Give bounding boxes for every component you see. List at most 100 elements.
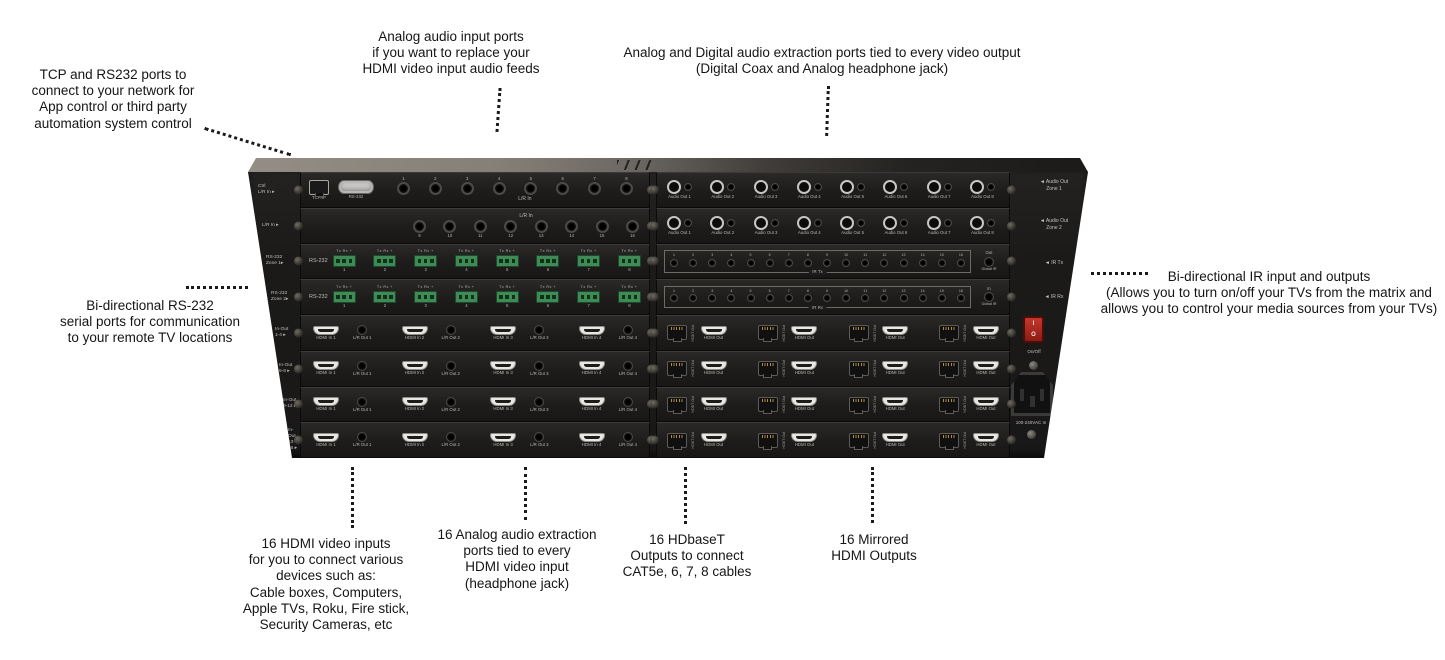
hdmi-out-label: HDMI Out (976, 370, 996, 376)
digital-coax-port-icon (667, 215, 681, 230)
pin-header-label: Tx Rx + (499, 285, 516, 290)
hdbaset-port-icon (848, 361, 869, 379)
module-rs232-zone2: RS-232 Tx Rx + 1 Tx (300, 279, 650, 315)
right-edge-strip: ◄ Audio Out Zone 1 ◄ Audio Out Zone 2 ◄ … (1010, 172, 1088, 458)
jack-icon (622, 360, 633, 371)
hdbt-out-label: HDBT Out (691, 396, 695, 413)
pin-header-label: Tx Rx + (539, 249, 556, 254)
terminal-block-icon (577, 255, 601, 268)
lr-out-label: L/R Out 3 (530, 335, 549, 341)
hdmi-in-pair: HDMI In 4 L/R Out 4 (578, 432, 637, 448)
row-io-13-16: HDMI In 1 L/R Out 1 (300, 422, 1010, 458)
hdmi-port-icon (972, 361, 999, 371)
jack-icon (727, 294, 736, 303)
jack-icon (622, 432, 633, 443)
module-outputs-9-12: HDBT Out HDMI Out HDBT Out (656, 386, 1010, 423)
rs232-db9-port: RS-232 (338, 180, 374, 200)
jack-icon (708, 294, 717, 303)
jack-number: 12 (882, 288, 887, 293)
jack-icon (861, 258, 870, 267)
hdmi-port-icon (791, 432, 818, 442)
hdmi-in-label: HDMI In 3 (493, 370, 513, 376)
hdmi-out-port: HDMI Out (791, 361, 818, 376)
jack-icon (918, 294, 927, 303)
leader-rs232 (186, 286, 248, 289)
hdmi-out-port: HDMI Out (972, 361, 999, 376)
audio-out-label: Audio Out 8 (971, 229, 994, 235)
terminal-block-icon (536, 290, 560, 303)
row-ctrl-audio-zone1: TCP/IP RS-232 L/R In 1 (300, 172, 1010, 208)
note-mirrored-hdmi-outputs: 16 Mirrored HDMI Outputs (831, 532, 917, 564)
digital-coax-port-icon (710, 180, 725, 195)
jack-number: 16 (630, 233, 635, 239)
hdmi-port-icon (882, 325, 909, 335)
module-hdmi-in-1-4: HDMI In 1 L/R Out 1 (300, 315, 650, 351)
ir-jack: 12 (880, 288, 889, 303)
ir-jack: 9 (823, 253, 831, 267)
rs232-side-label: RS-232 (309, 294, 328, 301)
ir-rx-label: ◄ IR Rx (1044, 294, 1064, 300)
jack-number: 6 (561, 175, 564, 181)
jack-number: 4 (730, 253, 733, 258)
lr-out-port: L/R Out 1 (353, 325, 371, 341)
note-hdbaset-outputs: 16 HDbaseT Outputs to connect CAT5e, 6, … (622, 532, 752, 580)
jack-icon (413, 220, 426, 234)
block-number: 6 (546, 267, 550, 273)
jack-icon (746, 294, 755, 303)
jack-number: 15 (599, 233, 605, 239)
hdbaset-port-icon (939, 361, 960, 379)
audio-in-jack: 8 (619, 175, 633, 196)
jack-number: 5 (749, 288, 752, 293)
hdmi-out-port: HDMI Out (972, 397, 999, 412)
chassis-front-panel: Ctrl L/R In ▸L/R In ▸RS-232 Zone 1▸RS-23… (248, 172, 1088, 458)
rs232-terminal-block: Tx Rx + 2 (373, 250, 397, 272)
digital-coax-port-icon (926, 215, 941, 230)
audio-out-label: Audio Out 2 (711, 229, 735, 235)
jack-icon (534, 220, 548, 234)
jack-number: 8 (625, 175, 628, 181)
ir-jack: 13 (899, 289, 908, 303)
jack-icon (956, 258, 965, 267)
lr-out-label: L/R Out 4 (618, 442, 637, 448)
port-pair (840, 215, 866, 230)
ir-jack: 11 (861, 253, 870, 267)
audio-out-pair: Audio Out 7 (926, 215, 952, 236)
note-bidirectional-ir: Bi-directional IR input and outputs (All… (1100, 269, 1438, 317)
digital-coax-port-icon (883, 180, 898, 195)
rs232-terminal-block: Tx Rx + 5 (495, 285, 519, 308)
lr-out-port: L/R Out 3 (530, 325, 548, 341)
rs232-terminal-block: Tx Rx + 6 (536, 249, 560, 273)
db9-connector-icon (338, 180, 374, 195)
headphone-jack-icon (900, 218, 909, 227)
row-audio-in-zone2: L/R In 9 10 (300, 207, 1010, 244)
digital-coax-port-icon (796, 180, 811, 195)
ir-jack: 1 (670, 289, 678, 303)
output-pair: HDBT Out HDMI Out (757, 325, 818, 343)
ir-jack: 14 (918, 253, 927, 267)
audio-in-jack: 2 (428, 176, 442, 196)
global-ir-direction: Out (985, 250, 993, 256)
digital-coax-port-icon (883, 215, 898, 230)
headphone-jack-icon (813, 183, 822, 192)
ir-jack: 3 (708, 289, 717, 303)
jack-number: 13 (901, 253, 906, 258)
audio-out-label: Audio Out 5 (841, 229, 864, 235)
jack-icon (397, 182, 410, 196)
ir-jack: 14 (918, 289, 927, 303)
ir-jack: 16 (956, 289, 965, 303)
hdbt-out-label: HDBT Out (691, 431, 695, 449)
hdbaset-port-icon (939, 396, 960, 414)
audio-out-label: Audio Out 6 (884, 194, 908, 200)
digital-coax-port-icon (710, 215, 725, 230)
terminal-block-icon (332, 290, 356, 303)
jack-icon (899, 258, 908, 267)
jack-icon (956, 294, 965, 303)
digital-coax-port-icon (840, 180, 855, 195)
jack-number: 14 (569, 233, 574, 239)
chassis-lid (248, 158, 1088, 172)
hdbt-out-label: HDBT Out (963, 324, 968, 342)
note-audio-extraction-outputs: Analog and Digital audio extraction port… (623, 45, 1021, 77)
jack-icon (708, 258, 717, 267)
jack-icon (492, 182, 506, 196)
